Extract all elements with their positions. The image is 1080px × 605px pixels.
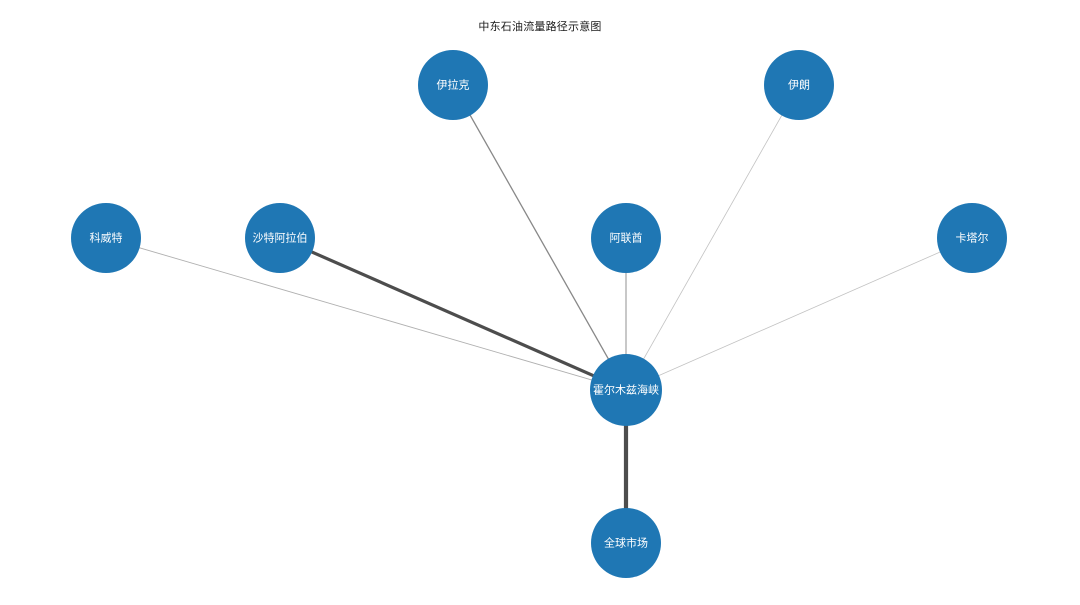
edge-layer	[105, 84, 973, 543]
graph-node-qatar[interactable]: 卡塔尔	[937, 203, 1007, 273]
node-circle-kuwait[interactable]	[71, 203, 141, 273]
node-circle-iran[interactable]	[764, 50, 834, 120]
graph-node-market[interactable]: 全球市场	[591, 508, 661, 578]
graph-edge-iran-hormuz	[625, 84, 800, 391]
graph-node-uae[interactable]: 阿联酋	[591, 203, 661, 273]
graph-node-hormuz[interactable]: 霍尔木兹海峡	[590, 354, 662, 426]
node-label-kuwait: 科威特	[90, 231, 123, 245]
node-label-saudi: 沙特阿拉伯	[253, 231, 308, 245]
node-label-market: 全球市场	[604, 536, 648, 550]
graph-edge-qatar-hormuz	[625, 237, 973, 391]
chart-title: 中东石油流量路径示意图	[478, 20, 602, 33]
node-circle-qatar[interactable]	[937, 203, 1007, 273]
node-label-qatar: 卡塔尔	[956, 232, 989, 245]
node-label-iraq: 伊拉克	[437, 78, 470, 92]
node-circle-iraq[interactable]	[418, 50, 488, 120]
node-label-hormuz: 霍尔木兹海峡	[593, 383, 659, 397]
graph-edge-kuwait-hormuz	[105, 237, 627, 391]
graph-node-iran[interactable]: 伊朗	[764, 50, 834, 120]
graph-edge-saudi-hormuz	[279, 236, 627, 392]
node-circle-market[interactable]	[591, 508, 661, 578]
node-label-iran: 伊朗	[788, 79, 810, 92]
node-circle-saudi[interactable]	[245, 203, 315, 273]
node-circle-hormuz[interactable]	[590, 354, 662, 426]
node-circle-uae[interactable]	[591, 203, 661, 273]
graph-node-iraq[interactable]: 伊拉克	[418, 50, 488, 120]
graph-node-kuwait[interactable]: 科威特	[71, 203, 141, 273]
graph-edge-iraq-hormuz	[452, 84, 627, 391]
graph-node-saudi[interactable]: 沙特阿拉伯	[245, 203, 315, 273]
node-label-uae: 阿联酋	[610, 231, 643, 245]
